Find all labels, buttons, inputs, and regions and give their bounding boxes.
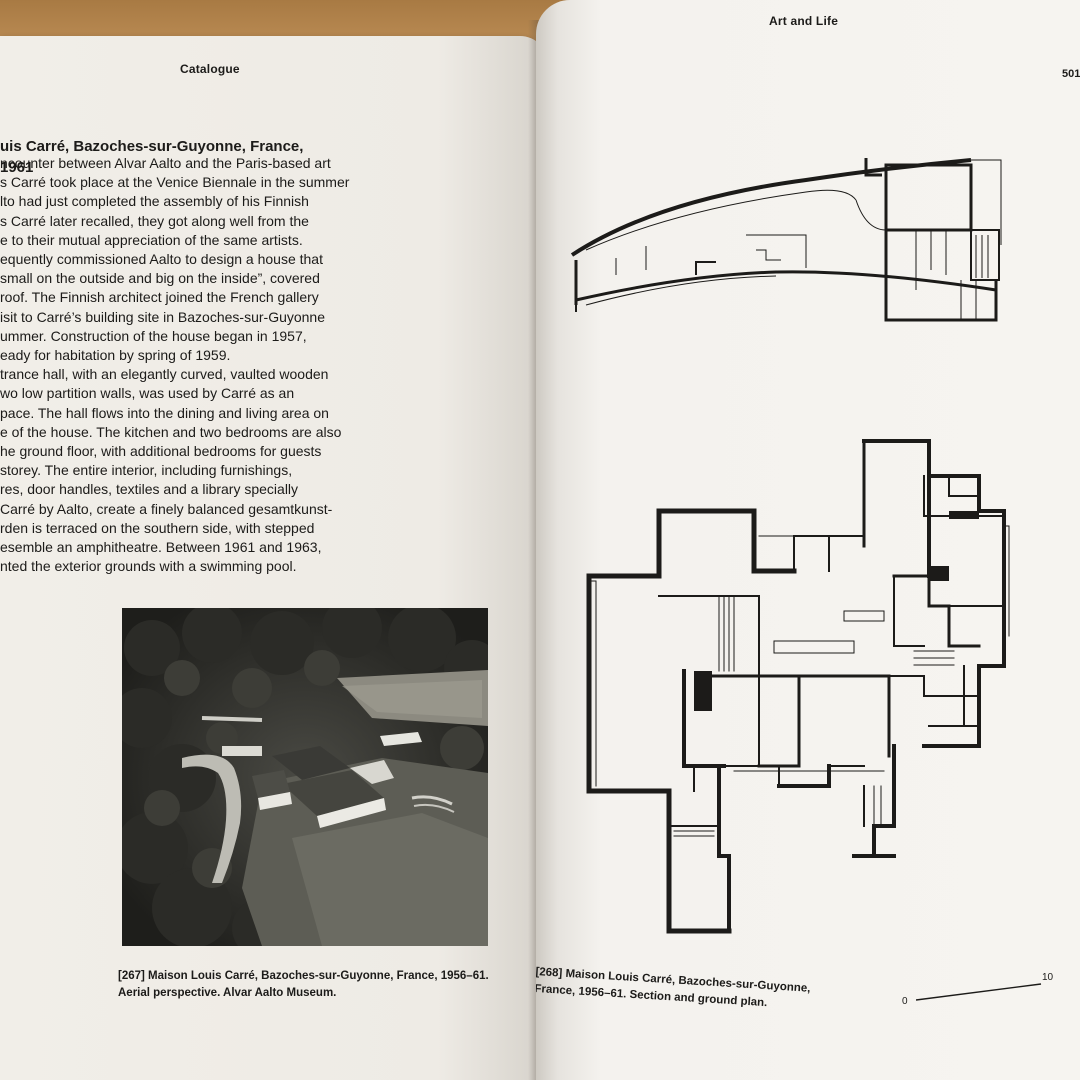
entry-title: uis Carré, Bazoches-sur-Guyonne, France,… (0, 136, 304, 178)
body-line: wo low partition walls, was used by Carr… (0, 385, 295, 402)
body-line: ncounter between Alvar Aalto and the Par… (0, 155, 331, 171)
body-line: small on the outside and big on the insi… (0, 270, 320, 287)
body-line: eady for habitation by spring of 1959. (0, 347, 231, 364)
aerial-photo-image (112, 598, 500, 958)
body-line: equently commissioned Aalto to design a … (0, 251, 323, 268)
plan-caption: [268] Maison Louis Carré, Bazoches-sur-G… (536, 964, 811, 1015)
section-drawing (570, 158, 1002, 322)
body-line: storey. The entire interior, including f… (0, 462, 293, 479)
aerial-photo (112, 598, 500, 958)
page-number: 501 (1062, 68, 1080, 80)
entry-title-line: 1961 (0, 159, 34, 176)
ground-plan-drawing (586, 439, 1010, 934)
body-text: ncounter between Alvar Aalto and the Par… (0, 154, 350, 576)
caption-line: [267] Maison Louis Carré, Bazoches-sur-G… (118, 970, 489, 982)
body-line: Carré by Aalto, create a finely balanced… (0, 500, 333, 517)
body-line: s Carré took place at the Venice Biennal… (0, 174, 350, 191)
body-line: esemble an amphitheatre. Between 1961 an… (0, 539, 322, 556)
body-line: e to their mutual appreciation of the sa… (0, 231, 303, 248)
scale-bar (916, 983, 1042, 1001)
body-line: ummer. Construction of the house began i… (0, 327, 307, 344)
body-line: pace. The hall flows into the dining and… (0, 404, 329, 421)
body-line: trance hall, with an elegantly curved, v… (0, 366, 329, 383)
body-line: isit to Carré’s building site in Bazoche… (0, 308, 326, 325)
scale-start-label: 0 (902, 996, 908, 1007)
body-line: rden is terraced on the southern side, w… (0, 519, 315, 536)
right-running-head: Art and Life (769, 14, 839, 28)
left-running-head: Catalogue (180, 62, 240, 76)
right-page: Art and Life 501 (536, 0, 1080, 1080)
entry-title-line: uis Carré, Bazoches-sur-Guyonne, France, (0, 138, 304, 155)
left-page: Catalogue uis Carré, Bazoches-sur-Guyonn… (0, 36, 548, 1080)
caption-line: Aerial perspective. Alvar Aalto Museum. (118, 987, 337, 999)
body-line: roof. The Finnish architect joined the F… (0, 289, 319, 306)
body-line: nted the exterior grounds with a swimmin… (0, 558, 297, 575)
photo-caption: [267] Maison Louis Carré, Bazoches-sur-G… (118, 968, 489, 1002)
body-line: s Carré later recalled, they got along w… (0, 212, 309, 229)
body-line: lto had just completed the assembly of h… (0, 193, 309, 210)
scale-end-label: 10 (1042, 972, 1054, 983)
body-line: he ground floor, with additional bedroom… (0, 443, 322, 460)
body-line: e of the house. The kitchen and two bedr… (0, 423, 342, 440)
body-line: res, door handles, textiles and a librar… (0, 481, 299, 498)
